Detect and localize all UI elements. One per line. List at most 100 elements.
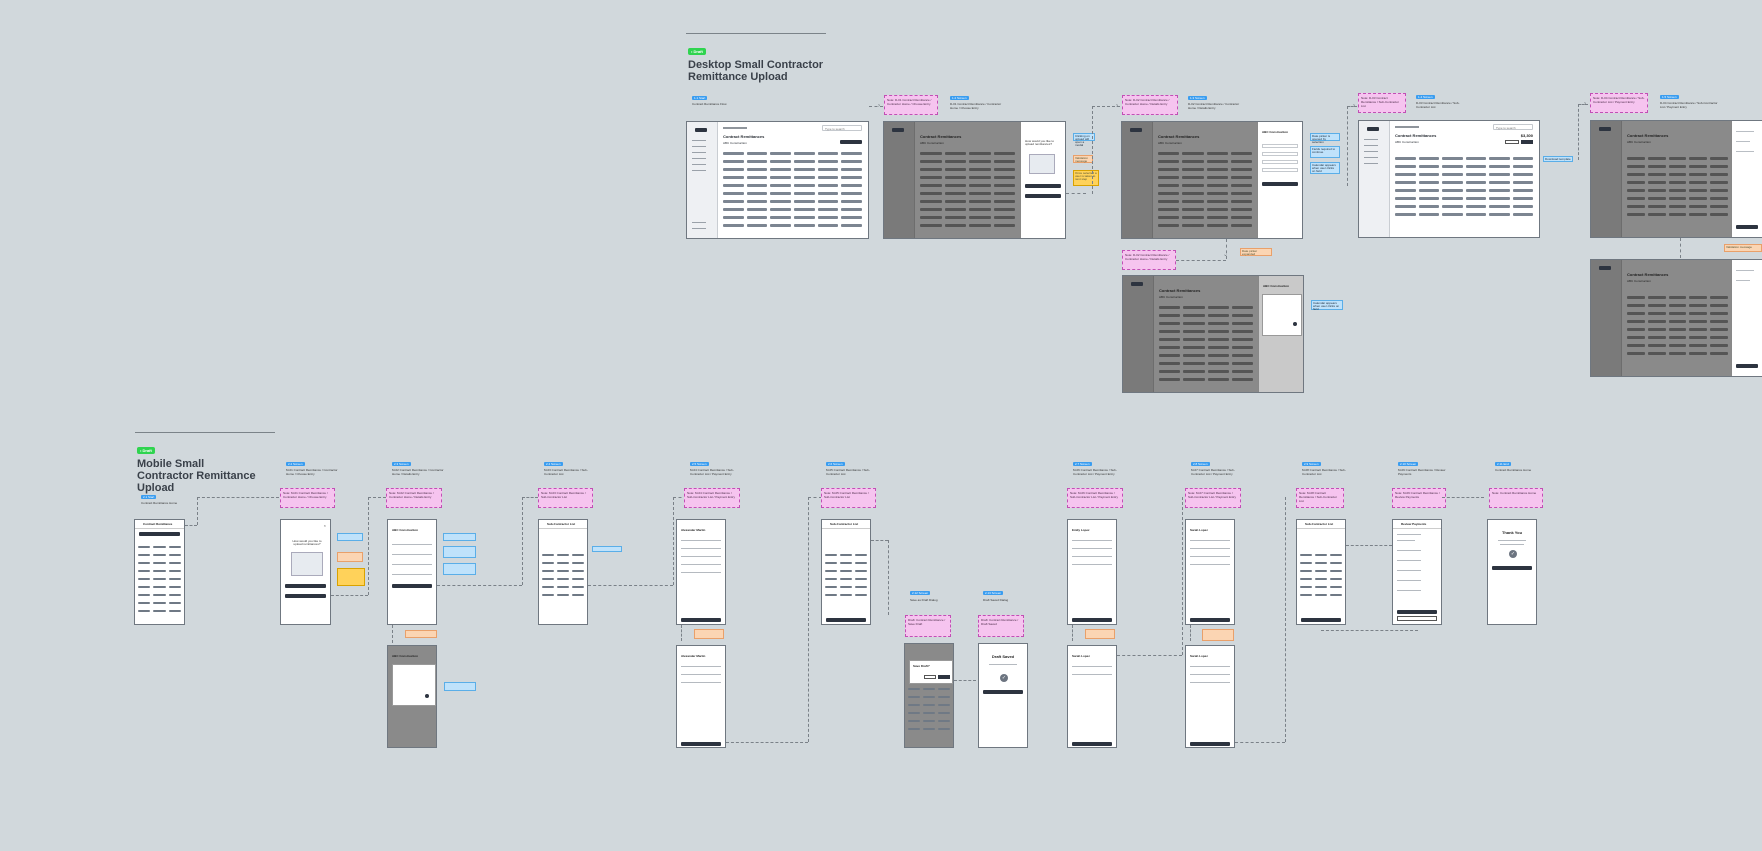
list-item[interactable] [138,602,181,604]
form-field[interactable] [1190,540,1230,541]
save-button[interactable] [938,675,950,679]
sidebar-item[interactable] [692,140,706,141]
save-button[interactable] [681,618,721,622]
table-row[interactable] [825,578,867,580]
list-item[interactable] [138,578,181,580]
list-item[interactable] [138,586,181,588]
form-field[interactable] [1190,666,1230,667]
save-draft-button[interactable] [1505,140,1519,144]
save-button[interactable] [1072,618,1112,622]
date-field[interactable] [392,544,432,545]
edit-button[interactable] [1397,616,1437,621]
table-row[interactable] [1300,586,1342,588]
selected-date[interactable] [1293,322,1297,326]
sidebar-item[interactable] [1364,139,1378,140]
upload-button[interactable] [840,140,862,144]
sidebar-item[interactable] [1364,163,1378,164]
form-field[interactable] [1072,564,1112,565]
table-row[interactable] [825,594,867,596]
form-field[interactable] [681,540,721,541]
sidebar-item[interactable] [1364,145,1378,146]
form-field[interactable] [1190,556,1230,557]
form-field[interactable] [1190,548,1230,549]
table-row[interactable] [542,586,584,588]
table-row[interactable] [1300,570,1342,572]
submit-button[interactable] [1301,618,1341,622]
search-input[interactable]: Type to search [1493,124,1533,130]
list-item[interactable] [138,610,181,612]
form-field[interactable] [681,564,721,565]
done-button[interactable] [983,690,1023,694]
form-field[interactable] [681,572,721,573]
form-field[interactable] [1072,548,1112,549]
search-input[interactable]: Type to search [822,125,862,131]
date-field[interactable] [392,554,432,555]
upload-button[interactable] [139,532,180,536]
form-field[interactable] [681,682,721,683]
key-input-button[interactable] [285,594,326,598]
cancel-button[interactable] [924,675,936,679]
submit-button[interactable] [826,618,866,622]
save-button[interactable] [681,742,721,746]
table-row[interactable] [542,554,584,556]
form-field[interactable] [1072,666,1112,667]
upload-contract-button[interactable] [285,584,326,588]
amount-field[interactable] [392,564,432,565]
list-item[interactable] [138,594,181,596]
list-item[interactable] [138,562,181,564]
save-button[interactable] [1072,742,1112,746]
table-row[interactable] [1300,554,1342,556]
form-field[interactable] [681,674,721,675]
table-row[interactable] [1300,578,1342,580]
selected-date[interactable] [425,694,429,698]
list-item[interactable] [138,554,181,556]
form-field[interactable] [1190,674,1230,675]
form-field[interactable] [1190,564,1230,565]
reference-field[interactable] [392,574,432,575]
save-button[interactable] [1190,742,1230,746]
sidebar-item[interactable] [692,222,706,223]
list-item[interactable] [138,570,181,572]
reference-field[interactable] [1262,168,1298,172]
sidebar-item[interactable] [692,170,706,171]
table-row[interactable] [1300,562,1342,564]
table-row[interactable] [825,562,867,564]
calendar-popup[interactable] [1262,294,1302,336]
table-row[interactable] [825,586,867,588]
sidebar-item[interactable] [692,152,706,153]
table-row[interactable] [1300,594,1342,596]
table-row[interactable] [542,562,584,564]
save-button[interactable] [1736,364,1758,368]
date-field[interactable] [1262,152,1298,156]
calendar-popup[interactable] [392,664,436,706]
form-field[interactable] [681,548,721,549]
amount-field[interactable] [1262,160,1298,164]
sidebar-item[interactable] [692,228,706,229]
upload-contract-button[interactable] [1025,184,1061,188]
form-field[interactable] [681,666,721,667]
key-input-button[interactable] [1025,194,1061,198]
continue-button[interactable] [1262,182,1298,186]
submit-button[interactable] [1397,610,1437,614]
sidebar-item[interactable] [692,158,706,159]
table-row[interactable] [542,570,584,572]
sidebar-item[interactable] [692,146,706,147]
save-button[interactable] [1736,225,1758,229]
table-row[interactable] [825,570,867,572]
form-field[interactable] [1072,674,1112,675]
sidebar-item[interactable] [1364,157,1378,158]
sidebar-item[interactable] [1364,151,1378,152]
submit-button[interactable] [1521,140,1533,144]
save-button[interactable] [1190,618,1230,622]
table-row[interactable] [825,554,867,556]
form-field[interactable] [1072,540,1112,541]
table-row[interactable] [542,578,584,580]
form-field[interactable] [681,556,721,557]
continue-button[interactable] [392,584,432,588]
list-item[interactable] [138,546,181,548]
close-icon[interactable]: × [323,523,326,528]
form-field[interactable] [1072,556,1112,557]
table-row[interactable] [542,594,584,596]
date-field[interactable] [1262,144,1298,148]
done-button[interactable] [1492,566,1532,570]
